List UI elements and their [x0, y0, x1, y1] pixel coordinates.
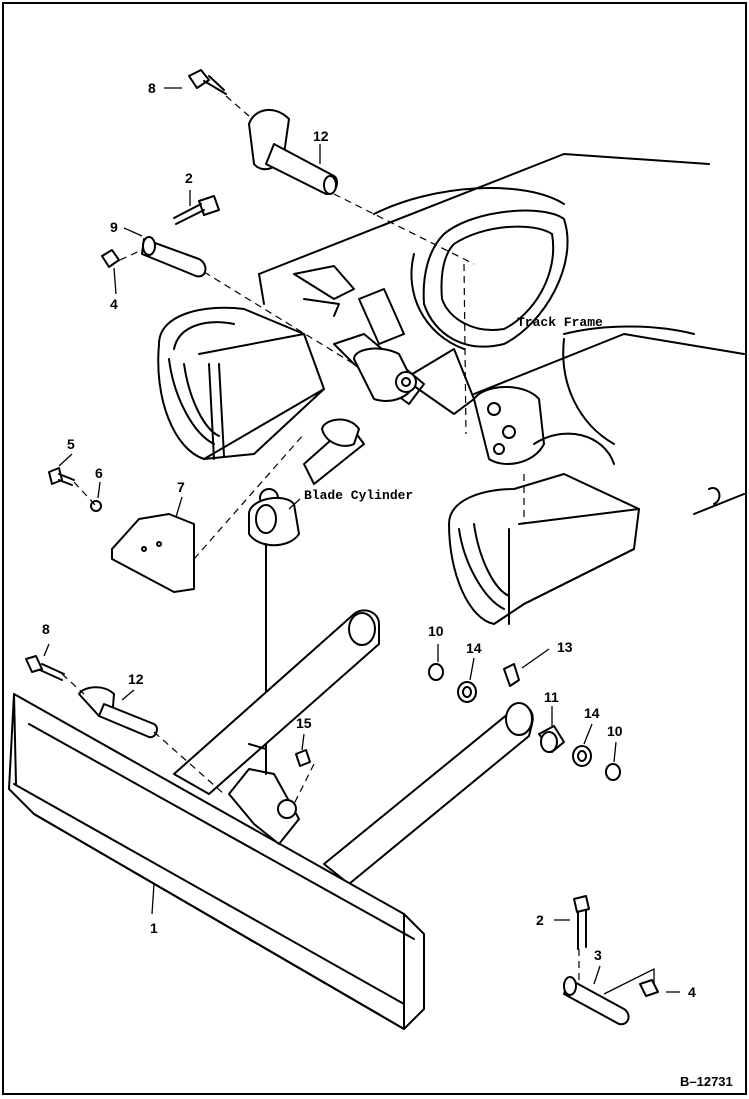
callout-14-left: 14 [466, 640, 482, 656]
callout-4-top: 4 [110, 296, 118, 312]
callout-4-lower: 4 [688, 984, 696, 1000]
callout-2-lower: 2 [536, 912, 544, 928]
callout-14-right: 14 [584, 705, 600, 721]
diagram-artwork [8, 69, 745, 1030]
callout-8-lower: 8 [42, 621, 50, 637]
callout-6: 6 [95, 465, 103, 481]
callout-10-right: 10 [607, 723, 623, 739]
track-frame-label: Track Frame [517, 315, 603, 330]
callout-13: 13 [557, 639, 573, 655]
callout-5: 5 [67, 436, 75, 452]
callout-2-top: 2 [185, 170, 193, 186]
callout-3: 3 [594, 947, 602, 963]
callout-9: 9 [110, 219, 118, 235]
blade-cylinder-label: Blade Cylinder [304, 488, 414, 503]
callout-10-left: 10 [428, 623, 444, 639]
figure-id: B–12731 [680, 1074, 733, 1089]
callout-8-top: 8 [148, 80, 156, 96]
assembly-lines [61, 95, 580, 984]
callout-15: 15 [296, 715, 312, 731]
dozer-blade-drawing [8, 609, 534, 1030]
callout-1: 1 [150, 920, 158, 936]
callout-12-top: 12 [313, 128, 329, 144]
track-frame-drawing [157, 153, 745, 625]
callout-11: 11 [544, 689, 559, 705]
blade-cylinder-drawing [248, 418, 365, 775]
callout-12-lower: 12 [128, 671, 144, 687]
leader-lines [43, 87, 680, 993]
callout-7: 7 [177, 479, 185, 495]
